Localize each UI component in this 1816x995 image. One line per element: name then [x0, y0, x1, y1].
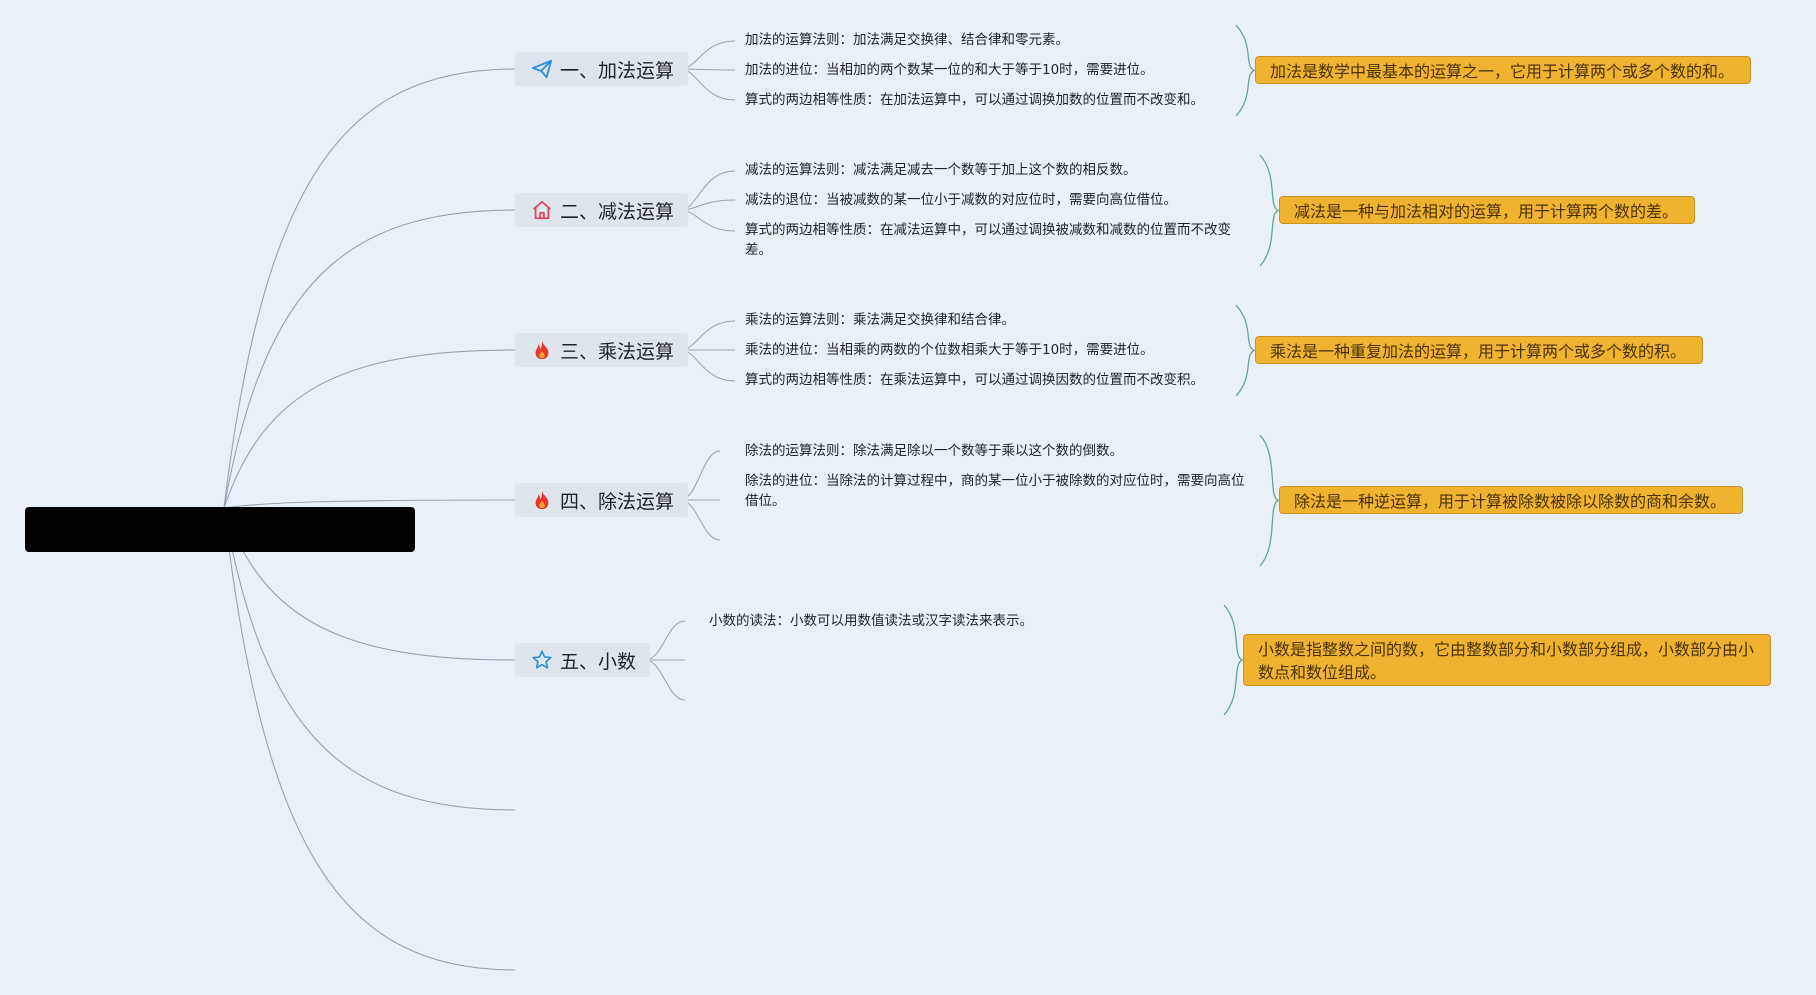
detail-line [644, 659, 686, 701]
summary-decimals[interactable]: 小数是指整数之间的数，它由整数部分和小数部分组成，小数部分由小数点和数位组成。 [1243, 634, 1771, 686]
summary-addition[interactable]: 加法是数学中最基本的运算之一，它用于计算两个或多个数的和。 [1255, 56, 1751, 84]
detail-line [679, 68, 736, 71]
summary-bracket [1235, 24, 1256, 117]
branch-line [223, 507, 516, 971]
topic-label: 二、减法运算 [560, 200, 675, 223]
root-node[interactable] [25, 507, 415, 552]
detail-item: 算式的两边相等性质：在乘法运算中，可以通过调换因数的位置而不改变积。 [745, 372, 1204, 388]
detail-item: 除法的运算法则：除法满足除以一个数等于乘以这个数的倒数。 [745, 443, 1123, 459]
detail-item: 乘法的运算法则：乘法满足交换律和结合律。 [745, 312, 1015, 328]
fire-icon [531, 339, 553, 361]
detail-item: 算式的两边相等性质：在减法运算中，可以通过调换被减数和减数的位置而不改变差。 [745, 222, 1231, 258]
detail-line [644, 620, 686, 661]
summary-bracket [1223, 604, 1244, 716]
topic-label: 一、加法运算 [560, 59, 675, 82]
branch-line [223, 499, 516, 509]
topic-multiplication[interactable]: 三、乘法运算 [515, 333, 689, 367]
topic-label: 三、乘法运算 [560, 340, 675, 363]
summary-subtraction[interactable]: 减法是一种与加法相对的运算，用于计算两个数的差。 [1279, 196, 1695, 224]
summary-bracket [1259, 154, 1280, 267]
topic-division[interactable]: 四、除法运算 [515, 483, 689, 517]
detail-line [679, 209, 736, 232]
summary-bracket [1235, 304, 1256, 397]
detail-item: 加法的进位：当相加的两个数某一位的和大于等于10时，需要进位。 [745, 62, 1154, 78]
branch-line [223, 507, 516, 811]
detail-item: 算式的两边相等性质：在加法运算中，可以通过调换加数的位置而不改变和。 [745, 92, 1204, 108]
detail-item: 减法的运算法则：减法满足减去一个数等于加上这个数的相反数。 [745, 162, 1137, 178]
topic-decimals[interactable]: 五、小数 [515, 643, 651, 677]
detail-item: 乘法的进位：当相乘的两数的个位数相乘大于等于10时，需要进位。 [745, 342, 1154, 358]
detail-line [679, 170, 736, 211]
summary-division[interactable]: 除法是一种逆运算，用于计算被除数被除以除数的商和余数。 [1279, 486, 1743, 514]
paper-plane-icon [531, 58, 553, 80]
detail-line [679, 349, 736, 382]
home-icon [531, 199, 553, 221]
topic-addition[interactable]: 一、加法运算 [515, 52, 689, 86]
fire-icon [531, 489, 553, 511]
detail-line [679, 320, 736, 351]
detail-line [679, 68, 736, 101]
branch-line [223, 68, 516, 509]
detail-item: 减法的退位：当被减数的某一位小于减数的对应位时，需要向高位借位。 [745, 192, 1177, 208]
topic-label: 四、除法运算 [560, 490, 675, 513]
summary-bracket [1259, 434, 1280, 567]
detail-line [679, 199, 736, 211]
topic-subtraction[interactable]: 二、减法运算 [515, 193, 689, 227]
detail-item: 加法的运算法则：加法满足交换律、结合律和零元素。 [745, 32, 1069, 48]
topic-label: 五、小数 [560, 650, 637, 673]
branch-line [223, 349, 516, 509]
branch-line [223, 209, 516, 509]
detail-item: 除法的进位：当除法的计算过程中，商的某一位小于被除数的对应位时，需要向高位借位。 [745, 473, 1245, 509]
detail-item: 小数的读法：小数可以用数值读法或汉字读法来表示。 [709, 613, 1033, 629]
summary-multiplication[interactable]: 乘法是一种重复加法的运算，用于计算两个或多个数的积。 [1255, 336, 1703, 364]
star-icon [531, 649, 553, 671]
detail-line [679, 40, 736, 70]
